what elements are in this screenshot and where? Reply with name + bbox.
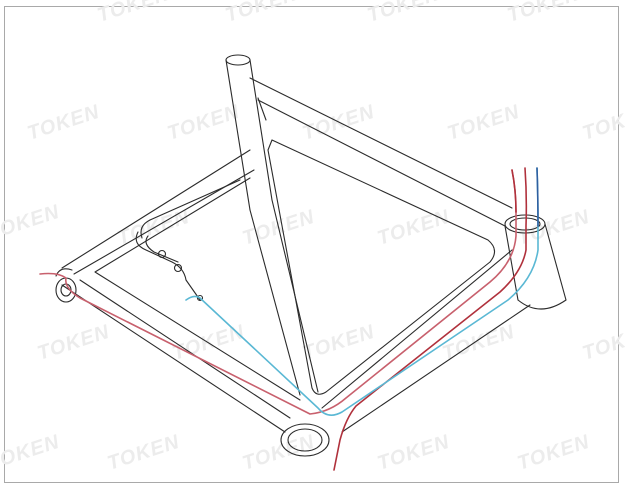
watermark-text: TOKEN	[35, 321, 113, 365]
bottom-bracket-inner	[287, 428, 323, 452]
watermark-text: TOKEN	[375, 206, 453, 250]
watermark-text: TOKEN	[165, 101, 243, 145]
seat-cluster-detail	[257, 97, 267, 121]
brake-bolt-upper	[157, 249, 167, 259]
watermark-text: TOKEN	[240, 431, 318, 475]
seat-stay-upper-edge	[61, 149, 251, 269]
watermark-text: TOKEN	[515, 431, 593, 475]
bottom-bracket-shell	[280, 423, 330, 457]
head-tube-inner-ring	[509, 217, 541, 231]
watermark-text: TOKEN	[25, 101, 103, 145]
rear-triangle-inner	[94, 177, 301, 401]
head-tube-right-edge	[544, 223, 567, 301]
head-tube-left-edge	[504, 225, 519, 301]
cable-port-stay	[196, 294, 204, 302]
seat-tube-lower-left	[249, 209, 301, 396]
watermark-text: TOKEN	[580, 101, 625, 145]
seat-stay-far-edge	[149, 179, 241, 221]
chain-stay-lower-edge	[61, 284, 286, 433]
watermark-text: TOKEN	[95, 0, 173, 27]
watermark-text: TOKEN	[300, 321, 378, 365]
disc-brake-mount-inner	[145, 235, 179, 263]
watermark-text: TOKEN	[365, 0, 443, 27]
diagram-panel	[4, 6, 619, 483]
watermark-text: TOKEN	[0, 201, 63, 245]
top-tube-lower-edge	[257, 99, 506, 227]
watermark-text: TOKEN	[223, 0, 301, 27]
top-tube-upper-edge	[249, 77, 513, 209]
brake-bolt-lower	[173, 263, 183, 273]
watermark-text: TOKEN	[0, 431, 63, 475]
chain-stay-upper-edge	[79, 279, 291, 419]
down-tube-upper-edge	[321, 249, 513, 409]
head-tube-bottom	[517, 299, 567, 310]
main-triangle-inner-outline	[267, 139, 496, 395]
seat-tube-right-edge	[249, 59, 273, 201]
stay-bridge	[140, 219, 151, 239]
watermark-text: TOKEN	[105, 431, 183, 475]
rear-brake-cable-entry	[511, 169, 517, 213]
rear-derailleur-cable-entry	[536, 167, 539, 227]
bicycle-frame	[55, 54, 567, 457]
disc-brake-mount	[135, 231, 201, 301]
seat-tube-left-edge	[225, 59, 251, 211]
watermark-text: TOKEN	[580, 321, 625, 365]
watermark-text: TOKEN	[445, 101, 523, 145]
seat-post-opening	[225, 54, 251, 66]
watermark-text: TOKEN	[505, 0, 583, 27]
cable-routing	[39, 167, 539, 471]
watermark-text: TOKEN	[300, 101, 378, 145]
front-derailleur-cable	[333, 167, 528, 471]
down-tube-lower-edge	[341, 304, 531, 433]
watermark-text: TOKEN	[375, 431, 453, 475]
